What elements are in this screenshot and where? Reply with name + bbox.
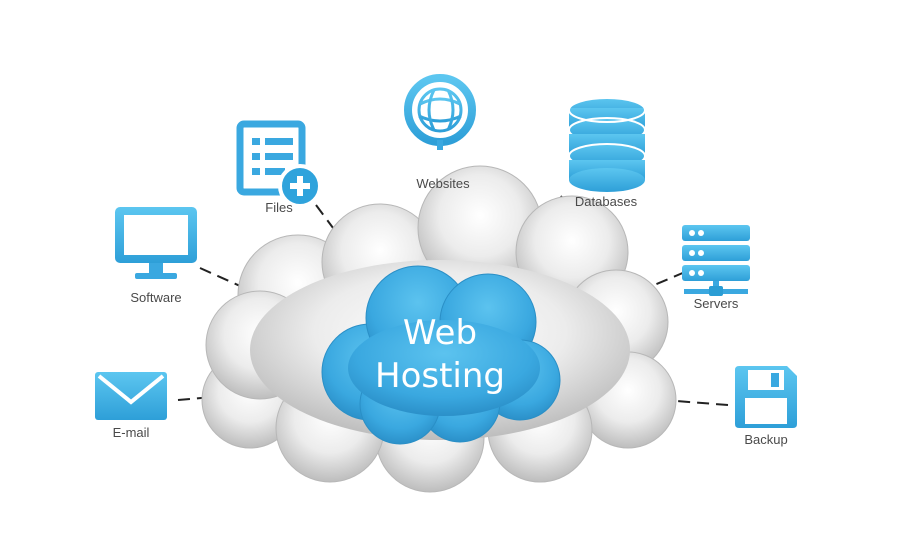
label-websites: Websites <box>416 176 470 191</box>
label-files: Files <box>265 200 293 215</box>
envelope-icon <box>95 372 167 420</box>
label-software: Software <box>130 290 182 305</box>
center-title-line1: Web <box>402 313 478 353</box>
label-servers: Servers <box>693 296 739 311</box>
monitor-icon <box>115 207 197 279</box>
line-software <box>199 267 339 331</box>
database-icon <box>568 97 646 192</box>
server-icon <box>682 225 750 296</box>
label-backup: Backup <box>744 432 788 447</box>
file-add-icon <box>236 120 322 208</box>
globe-icon <box>404 74 476 155</box>
floppy-disk-icon <box>735 366 797 428</box>
center-title-line2: Hosting <box>375 356 505 396</box>
label-email: E-mail <box>112 425 150 440</box>
label-databases: Databases <box>574 194 638 209</box>
center-cloud <box>321 265 561 445</box>
